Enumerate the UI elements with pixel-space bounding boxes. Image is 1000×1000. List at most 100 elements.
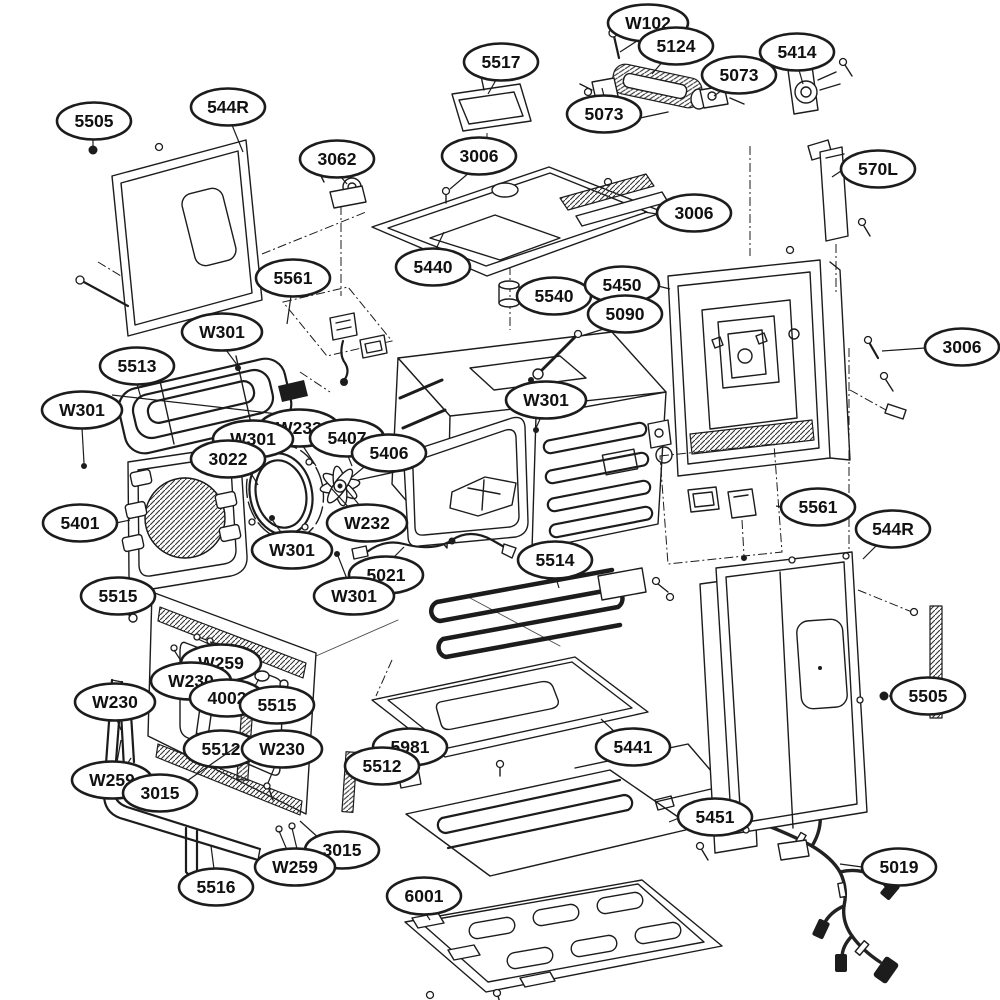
callout-label: 5505: [75, 111, 114, 131]
callout-label: 5414: [778, 42, 817, 62]
screws-right-3006: [785, 245, 919, 617]
callout-bubble: [189, 439, 267, 479]
callout-label: 5019: [880, 857, 919, 877]
callout-label: 5406: [370, 443, 409, 463]
callout-544r-6: 544R: [189, 87, 267, 153]
diagram-line-art: [75, 28, 943, 1000]
callout-5517-3: 5517: [462, 42, 540, 95]
callout-bubble: [385, 876, 463, 916]
callout-label: W259: [272, 857, 318, 877]
callout-3015-52: 3015: [299, 820, 381, 870]
callout-bubble: [177, 867, 255, 907]
callout-3006-11: 3006: [643, 193, 733, 233]
callout-bubble: [637, 26, 715, 66]
callout-3006-17: 3006: [881, 327, 1000, 367]
callout-bubble: [343, 746, 421, 786]
callout-bubble: [312, 576, 396, 616]
callout-3062-8: 3062: [298, 139, 376, 185]
callout-5516-51: 5516: [177, 845, 255, 907]
callout-bubble: [325, 503, 409, 543]
callout-label: W102: [625, 13, 671, 33]
callout-5073-4: 5073: [700, 55, 778, 97]
callout-5515-39: 5515: [238, 685, 316, 725]
callout-label: 3015: [141, 783, 180, 803]
callout-label: 5561: [274, 268, 313, 288]
callout-5540-14: 5540: [515, 276, 593, 316]
callout-5450-15: 5450: [583, 265, 671, 305]
callout-5414-2: 5414: [758, 32, 836, 85]
callout-label: 5124: [657, 36, 696, 56]
callout-bubble: [854, 509, 932, 549]
callout-bubble: [189, 87, 267, 127]
part-left-door-544r: [75, 139, 263, 337]
callout-label: 5516: [197, 877, 236, 897]
callout-label: 570L: [858, 159, 898, 179]
callout-label: 4002: [208, 688, 247, 708]
callout-bubble: [250, 530, 334, 570]
callout-bubble: [254, 258, 332, 298]
callout-label: 5515: [99, 586, 138, 606]
callout-label: W301: [199, 322, 245, 342]
callout-570l-10: 570L: [831, 149, 917, 189]
callout-label: 3062: [318, 149, 357, 169]
callout-w230-42: W230: [240, 729, 324, 784]
callout-bubble: [440, 136, 518, 176]
callout-label: 3006: [943, 337, 982, 357]
callout-5515-35: 5515: [79, 576, 157, 617]
callout-label: 5440: [414, 257, 453, 277]
callout-5451-49: 5451: [668, 797, 754, 837]
callout-w301-29: W301: [250, 520, 334, 570]
callout-label: 3006: [675, 203, 714, 223]
callout-bubble: [565, 94, 643, 134]
callout-label: 3006: [460, 146, 499, 166]
callout-bubble: [350, 433, 428, 473]
callout-w232-28: W232: [325, 487, 409, 543]
callout-bubble: [79, 576, 157, 616]
callout-label: 5090: [606, 304, 645, 324]
callout-3022-25: 3022: [189, 439, 267, 486]
callout-6001-54: 6001: [385, 876, 463, 921]
callout-5505-7: 5505: [55, 101, 133, 147]
callout-label: W301: [269, 540, 315, 560]
callout-bubble: [594, 727, 672, 767]
callout-label: W232: [344, 513, 390, 533]
callout-w259-53: W259: [253, 827, 337, 887]
callout-5019-50: 5019: [839, 847, 938, 887]
callout-label: 6001: [405, 886, 444, 906]
callout-bubble: [758, 32, 836, 72]
callout-bubble: [98, 346, 176, 386]
callout-bubble: [655, 193, 733, 233]
callout-bubble: [586, 294, 664, 334]
callout-bubble: [180, 312, 264, 352]
callout-5513-19: 5513: [98, 346, 176, 399]
callout-5090-16: 5090: [580, 294, 664, 337]
callout-label: 5561: [799, 497, 838, 517]
callout-label: 5441: [614, 737, 653, 757]
callout-label: W230: [92, 692, 138, 712]
callout-label: 5515: [258, 695, 297, 715]
callout-label: 5517: [482, 52, 521, 72]
callout-5124-1: 5124: [637, 26, 715, 75]
callout-3006-9: 3006: [440, 136, 518, 190]
callout-w301-21: W301: [504, 380, 588, 429]
screw-5505-right: [879, 691, 889, 701]
callout-label: 544R: [207, 97, 249, 117]
part-broil-screw-4002: [254, 670, 270, 682]
callout-bubble: [700, 55, 778, 95]
part-sensor-box-5561-right: [659, 443, 783, 565]
callout-labels-layer: W102 5124 5414 5517 5073 5073 544R 5505 3062 3006…: [40, 3, 1000, 921]
callout-3015-46: 3015: [121, 744, 240, 813]
callout-label: 5073: [585, 104, 624, 124]
callout-label: 5513: [118, 356, 157, 376]
callout-label: W301: [59, 400, 105, 420]
callout-bubble: [839, 149, 917, 189]
callout-5512-44: 5512: [343, 746, 421, 786]
callout-label: 5451: [696, 807, 735, 827]
callout-w230-40: W230: [73, 682, 157, 731]
callout-bubble: [923, 327, 1000, 367]
part-bake-element-5514: [429, 567, 675, 660]
callout-bubble: [462, 42, 540, 82]
callout-bubble: [238, 685, 316, 725]
callout-label: W301: [523, 390, 569, 410]
